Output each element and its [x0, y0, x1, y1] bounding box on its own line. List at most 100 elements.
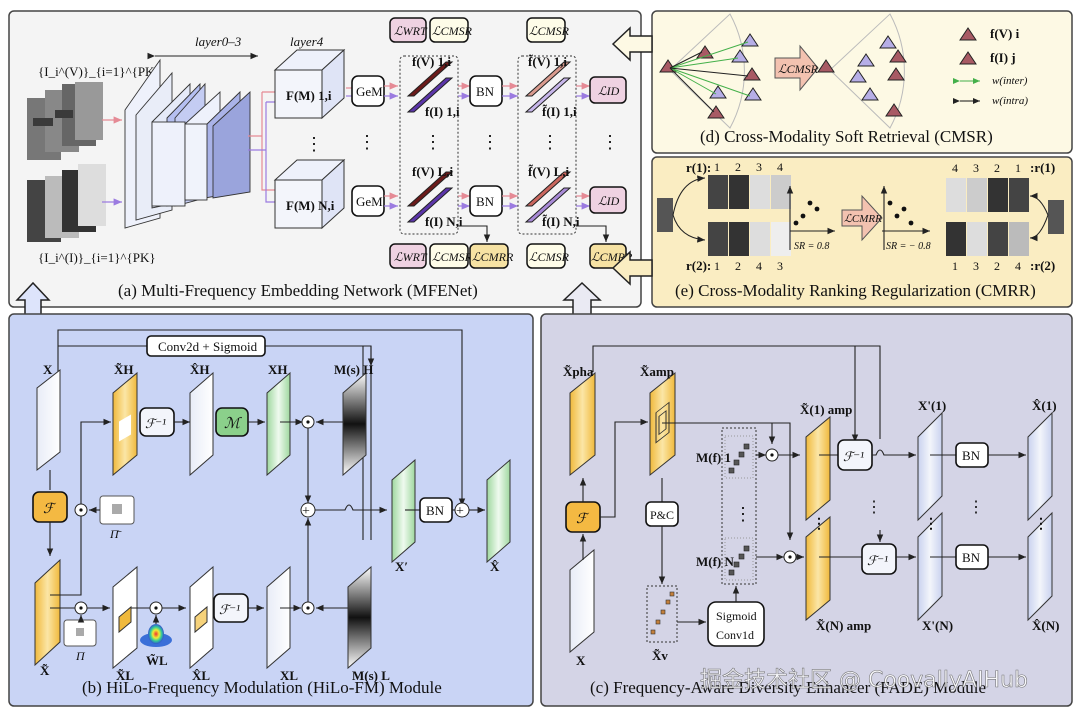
svg-text:⋮: ⋮	[734, 504, 752, 524]
conv2d-sigmoid-block	[146, 335, 266, 357]
infrared-set-label: {I_i^(I)}_{i=1}^{PK}	[38, 250, 156, 265]
arrow-e-to-a	[611, 250, 653, 286]
ranking-right	[946, 178, 1029, 256]
plane-mh	[342, 371, 367, 477]
scatter-right: SR = − 0.8	[880, 186, 931, 252]
svg-text:ℒCMSR: ℒCMSR	[529, 250, 570, 264]
svg-text:⋮: ⋮	[424, 132, 442, 152]
svg-text:X̃H: X̃H	[114, 362, 134, 377]
inverse-fourier-block-cn	[861, 543, 897, 575]
svg-text:ℒCMRR: ℒCMRR	[472, 250, 514, 264]
svg-text:f̃(V) 1,i: f̃(V) 1,i	[528, 54, 567, 69]
svg-text:P&C: P&C	[650, 508, 674, 522]
loss-id-bottom	[589, 186, 627, 214]
svg-text:ℱ⁻¹: ℱ⁻¹	[145, 416, 166, 431]
svg-text:BN: BN	[476, 194, 495, 209]
svg-text:Conv1d: Conv1d	[716, 628, 754, 642]
plane-x-prime	[391, 458, 416, 564]
ellipsis: ⋮	[305, 134, 323, 154]
plane-x-amp	[649, 371, 676, 477]
svg-text:4: 4	[952, 161, 958, 175]
svg-text:⋮: ⋮	[1034, 517, 1048, 532]
feature-cube-top: F(M) 1,i	[273, 48, 346, 120]
visible-set-label: {I_i^(V)}_{i=1}^{PK}	[38, 64, 161, 79]
svg-text:f(I) N,i: f(I) N,i	[425, 214, 463, 229]
plane-amp-n	[805, 515, 831, 622]
svg-text:X̃amp: X̃amp	[640, 364, 674, 379]
channel-vector-xv	[646, 585, 678, 643]
svg-text:ℱ: ℱ	[576, 512, 590, 527]
svg-text:f(V) i: f(V) i	[990, 26, 1020, 41]
feature-vector-group	[399, 55, 459, 235]
svg-text:ℒWRT: ℒWRT	[394, 24, 428, 38]
loss-id-top	[589, 76, 627, 104]
cmsr-after	[817, 13, 907, 129]
svg-text:X̃L: X̃L	[116, 668, 134, 683]
svg-text:ℒCMSR: ℒCMSR	[432, 24, 473, 38]
svg-text:BN: BN	[962, 448, 981, 463]
svg-text:f(V) 1,i: f(V) 1,i	[412, 54, 451, 69]
loss-wrt-bottom	[389, 243, 427, 269]
svg-text:XH: XH	[268, 362, 288, 377]
bn-block-bottom	[469, 185, 503, 217]
plane-xl	[266, 565, 291, 670]
plane-x-pha	[569, 371, 596, 477]
svg-text:⋮: ⋮	[924, 517, 938, 532]
svg-text:ℳ: ℳ	[224, 416, 242, 432]
feature-vectors-top: f(V) 1,i f(I) 1,i f(V) L,i f(I) N,i ⋮	[406, 54, 463, 229]
svg-text:W̃L: W̃L	[146, 653, 168, 668]
svg-text:ℒID: ℒID	[598, 194, 620, 208]
cmrr-arrow	[841, 194, 883, 242]
svg-text:1: 1	[714, 160, 720, 174]
plane-xh	[266, 371, 291, 477]
panel-b-hilo-fm: Conv2d + Sigmoid X X̃H X̂H XH M(s) H ℱ⁻¹…	[8, 313, 534, 707]
cmsr-arrow	[774, 44, 819, 92]
svg-text:3: 3	[973, 161, 979, 175]
svg-text:X̂: X̂	[490, 559, 500, 574]
plane-xprime-n	[917, 511, 943, 622]
panel-d-cmsr: ℒCMSR f(V) i f(I) j w(inter) w(intra) (d…	[651, 10, 1073, 154]
svg-text:BN: BN	[426, 503, 445, 518]
frequency-masks-group	[721, 427, 757, 585]
svg-text:3: 3	[973, 259, 979, 273]
svg-text:GeM: GeM	[356, 194, 383, 209]
panel-e-caption: (e) Cross-Modality Ranking Regularizatio…	[675, 281, 1036, 300]
svg-text:2: 2	[994, 259, 1000, 273]
svg-text:SR = − 0.8: SR = − 0.8	[886, 241, 931, 252]
svg-text:1: 1	[952, 259, 958, 273]
svg-text:+: +	[456, 504, 464, 519]
svg-text:ℱ: ℱ	[43, 502, 57, 517]
svg-text:Sigmoid: Sigmoid	[716, 609, 757, 623]
loss-cmsr-bottom	[429, 243, 469, 269]
svg-text:BN: BN	[476, 84, 495, 99]
svg-text:Conv2d + Sigmoid: Conv2d + Sigmoid	[158, 339, 258, 354]
svg-text:4: 4	[756, 259, 762, 273]
loss-cmrr-bottom	[469, 243, 509, 269]
loss-cmsr-top-2	[526, 17, 566, 43]
query-image-right	[1048, 200, 1064, 234]
arrow-b-to-a	[15, 281, 51, 323]
plane-xh-hat	[189, 371, 214, 477]
svg-text:ℒWRT: ℒWRT	[394, 250, 428, 264]
loss-boxes: ℒWRT ℒCMSR ℒCMSR ℒID ℒID ℒWRT ℒCMSR ℒCMR…	[389, 17, 633, 269]
svg-text:X̂L: X̂L	[192, 668, 210, 683]
svg-text:f(I) 1,i: f(I) 1,i	[425, 104, 460, 119]
svg-text:1: 1	[714, 259, 720, 273]
panel-c-fade: X̃pha X̃amp ℱ X P&C X̃v Sigmoid Conv1d ⋮…	[540, 313, 1073, 707]
panel-a-caption: (a) Multi-Frequency Embedding Network (M…	[118, 281, 478, 300]
svg-text:f̃(I) N,i: f̃(I) N,i	[542, 214, 580, 229]
watermark: 掘金技术社区 @ CoovallyAIHub	[700, 668, 1028, 693]
svg-text:X̂H: X̂H	[190, 362, 210, 377]
panel-a-mfenet: {I_i^(V)}_{i=1}^{PK} {I_i^(I)}_{i=1}^{PK…	[8, 10, 642, 308]
svg-text:⋮: ⋮	[968, 499, 984, 516]
svg-text:X̂(N): X̂(N)	[1032, 618, 1059, 633]
svg-text:ℒID: ℒID	[598, 84, 620, 98]
gem-block-top	[351, 75, 385, 107]
svg-text::r(1): :r(1)	[1030, 160, 1055, 175]
svg-text:GeM: GeM	[356, 84, 383, 99]
svg-text:M(s) H: M(s) H	[334, 362, 373, 377]
